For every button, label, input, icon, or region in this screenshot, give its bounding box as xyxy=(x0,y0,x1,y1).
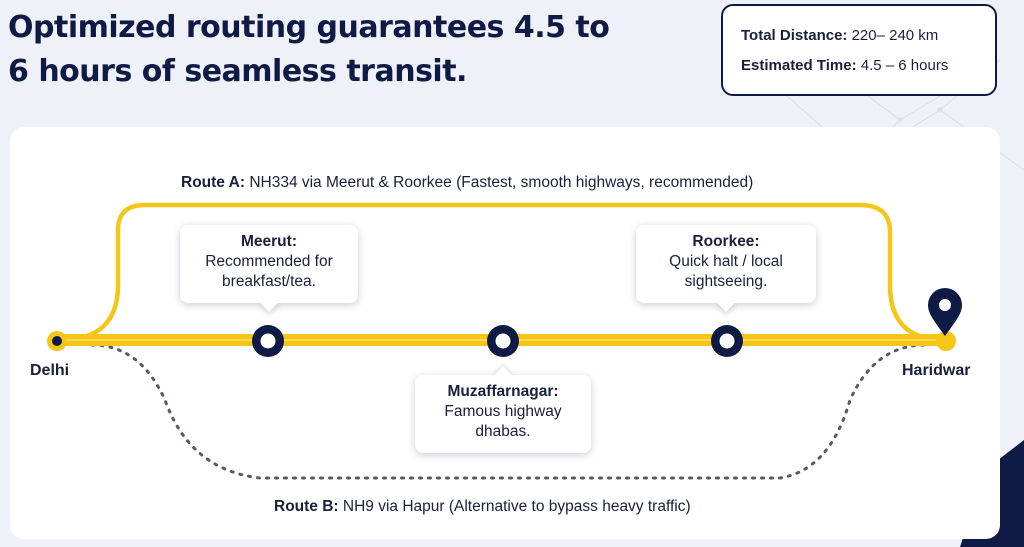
muzaffarnagar-node xyxy=(487,325,519,357)
meerut-description-line-1: Recommended for xyxy=(205,253,333,270)
headline: Optimized routing guarantees 4.5 to 6 ho… xyxy=(8,6,610,94)
meerut-title: Meerut: xyxy=(241,233,297,250)
estimated-time-value: 4.5 – 6 hours xyxy=(860,57,949,74)
muzaffarnagar-description-line-1: Famous highway xyxy=(444,403,562,420)
roorkee-title: Roorkee: xyxy=(692,233,760,250)
delhi-label: Delhi xyxy=(30,362,70,379)
roorkee-node xyxy=(711,325,743,357)
meerut-callout: Meerut: Recommended for breakfast/tea. xyxy=(180,225,358,312)
estimated-time-row: Estimated Time: 4.5 – 6 hours xyxy=(741,54,995,84)
route-b-path xyxy=(90,343,927,480)
haridwar-label: Haridwar xyxy=(902,362,971,379)
route-b-label: Route B: NH9 via Hapur (Alternative to b… xyxy=(274,498,691,516)
roorkee-description-line-1: Quick halt / local xyxy=(669,253,783,270)
trip-summary-box: Total Distance: 220– 240 km Estimated Ti… xyxy=(721,4,997,96)
route-a-description: NH334 via Meerut & Roorkee (Fastest, smo… xyxy=(249,174,754,191)
route-b-name: Route B: xyxy=(274,498,339,515)
headline-line-1: Optimized routing guarantees 4.5 to xyxy=(8,10,610,45)
muzaffarnagar-callout: Muzaffarnagar: Famous highway dhabas. xyxy=(415,366,591,453)
muzaffarnagar-description-line-2: dhabas. xyxy=(475,423,531,440)
total-distance-label: Total Distance: xyxy=(741,27,848,44)
roorkee-description-line-2: sightseeing. xyxy=(684,273,768,290)
route-a-label: Route A: NH334 via Meerut & Roorkee (Fas… xyxy=(181,174,753,192)
route-b-description: NH9 via Hapur (Alternative to bypass hea… xyxy=(342,498,691,515)
muzaffarnagar-title: Muzaffarnagar: xyxy=(447,383,559,400)
haridwar-node xyxy=(936,331,956,351)
total-distance-row: Total Distance: 220– 240 km xyxy=(741,24,995,54)
total-distance-value: 220– 240 km xyxy=(851,27,939,44)
roorkee-callout: Roorkee: Quick halt / local sightseeing. xyxy=(636,225,816,312)
meerut-description-line-2: breakfast/tea. xyxy=(222,273,316,290)
estimated-time-label: Estimated Time: xyxy=(741,57,857,74)
meerut-node xyxy=(252,325,284,357)
location-pin-icon xyxy=(928,288,962,336)
headline-line-2: 6 hours of seamless transit. xyxy=(8,54,467,89)
route-a-arc xyxy=(59,202,946,343)
route-a-name: Route A: xyxy=(181,174,245,191)
